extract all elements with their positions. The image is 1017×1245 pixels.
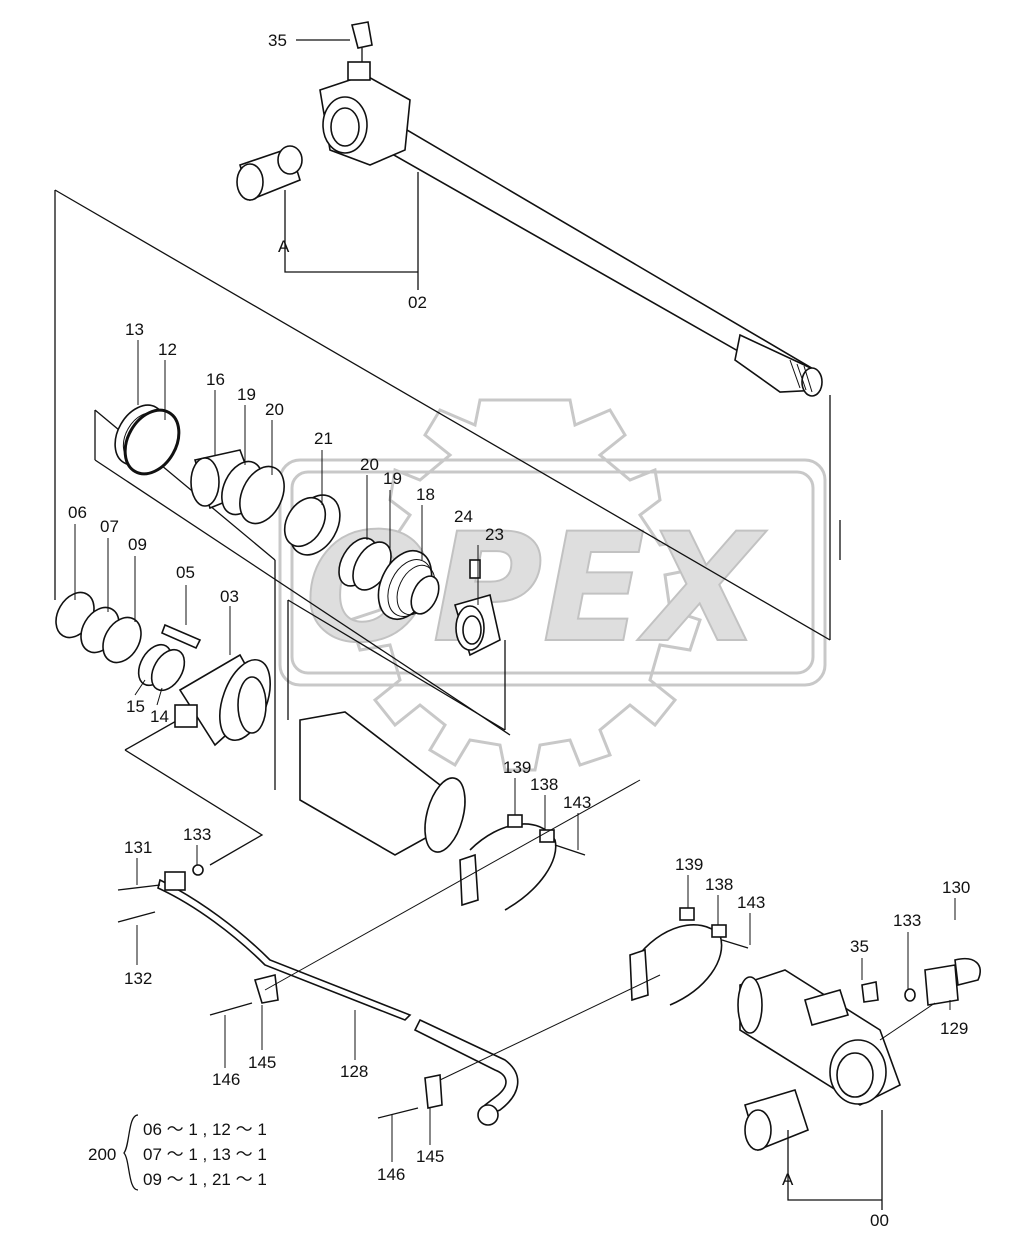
label-132: 132 [124, 969, 152, 988]
label-A: A [782, 1170, 794, 1189]
label-145: 145 [248, 1053, 276, 1072]
leader-lines [54, 39, 841, 866]
label-23: 23 [485, 525, 504, 544]
label-07: 07 [100, 517, 119, 536]
label-15: 15 [126, 697, 145, 716]
label-133: 133 [893, 911, 921, 930]
label-138: 138 [530, 775, 558, 794]
label-20: 20 [360, 455, 379, 474]
label-139: 139 [503, 758, 531, 777]
label-05: 05 [176, 563, 195, 582]
piston-rod [384, 118, 823, 397]
leader-pipe [264, 779, 661, 1081]
label-12: 12 [158, 340, 177, 359]
bushing-top [236, 145, 303, 202]
label-143: 143 [737, 893, 765, 912]
label-146: 146 [212, 1070, 240, 1089]
label-138: 138 [705, 875, 733, 894]
label-09: 09 [128, 535, 147, 554]
rod-eye [319, 61, 411, 166]
bushing-bottom [744, 1089, 809, 1152]
label-35: 35 [268, 31, 287, 50]
label-06: 06 [68, 503, 87, 522]
label-03: 03 [220, 587, 239, 606]
leader-bottom [787, 1002, 936, 1210]
label-19: 19 [383, 469, 402, 488]
label-133: 133 [183, 825, 211, 844]
grease-fitting-bottom [861, 981, 879, 1003]
clamp-upper [459, 814, 586, 911]
label-131: 131 [124, 838, 152, 857]
watermark-text: OPEX [305, 502, 767, 676]
kit-number: 200 [88, 1145, 116, 1164]
kit-line-1: 06 ～ 1 , 12 ～ 1 [143, 1120, 267, 1139]
label-14: 14 [150, 707, 169, 726]
flange-129 [904, 958, 981, 1006]
piston [377, 550, 440, 620]
label-13: 13 [125, 320, 144, 339]
label-02: 02 [408, 293, 427, 312]
label-16: 16 [206, 370, 225, 389]
bolt-05 [160, 623, 202, 650]
label-21: 21 [314, 429, 333, 448]
label-139: 139 [675, 855, 703, 874]
kit-line-3: 09 ～ 1 , 21 ～ 1 [143, 1170, 267, 1189]
label-24: 24 [454, 507, 473, 526]
pipe-128 [157, 871, 519, 1126]
seal-rings-lower [55, 591, 186, 692]
kit-table: 200 06 ～ 1 , 12 ～ 1 07 ～ 1 , 13 ～ 1 09 ～… [88, 1114, 267, 1191]
label-146: 146 [377, 1165, 405, 1184]
grease-fitting-top [351, 21, 373, 62]
bolts-131-132 [117, 864, 204, 923]
piston-nut [454, 559, 501, 657]
clamp-lower [629, 907, 749, 1006]
label-130: 130 [942, 878, 970, 897]
label-128: 128 [340, 1062, 368, 1081]
label-145: 145 [416, 1147, 444, 1166]
cylinder-bottom [737, 969, 901, 1106]
label-A: A [278, 237, 290, 256]
label-20: 20 [265, 400, 284, 419]
label-129: 129 [940, 1019, 968, 1038]
label-18: 18 [416, 485, 435, 504]
pipe-clip-lower [377, 1074, 443, 1119]
cylinder-tube [299, 711, 466, 856]
label-143: 143 [563, 793, 591, 812]
label-leaders [74, 340, 956, 1162]
pipe-clip-upper [209, 974, 279, 1016]
label-35: 35 [850, 937, 869, 956]
label-19: 19 [237, 385, 256, 404]
seal-rings-upper [114, 404, 392, 591]
callout-labels: 35 A 02 13 12 16 19 20 21 20 19 18 24 23… [68, 31, 970, 1230]
label-00: 00 [870, 1211, 889, 1230]
rod-cover [174, 653, 271, 747]
kit-line-2: 07 ～ 1 , 13 ～ 1 [143, 1145, 267, 1164]
